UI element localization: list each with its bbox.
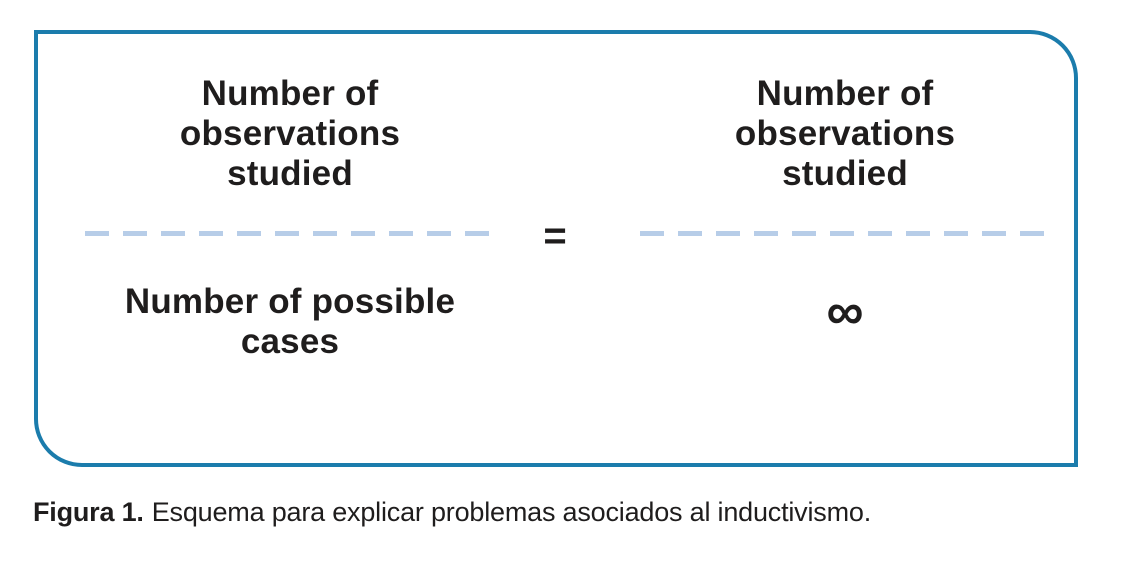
fraction-right-numerator: Number of observations studied [734, 74, 956, 193]
diagram-box [34, 30, 1078, 467]
fraction-right-dashed-bar [640, 231, 1050, 236]
equals-sign: = [543, 214, 567, 258]
figure-caption-text: Esquema para explicar problemas asociado… [151, 497, 871, 527]
fraction-left-dashed-bar [85, 231, 495, 236]
fraction-left-numerator: Number of observations studied [179, 74, 401, 193]
fraction-left-denominator: Number of possible cases [124, 282, 456, 361]
figure-caption-label: Figura 1. [33, 497, 144, 527]
infinity-symbol: ∞ [826, 283, 864, 341]
figure-caption: Figura 1.Esquema para explicar problemas… [33, 495, 1103, 529]
